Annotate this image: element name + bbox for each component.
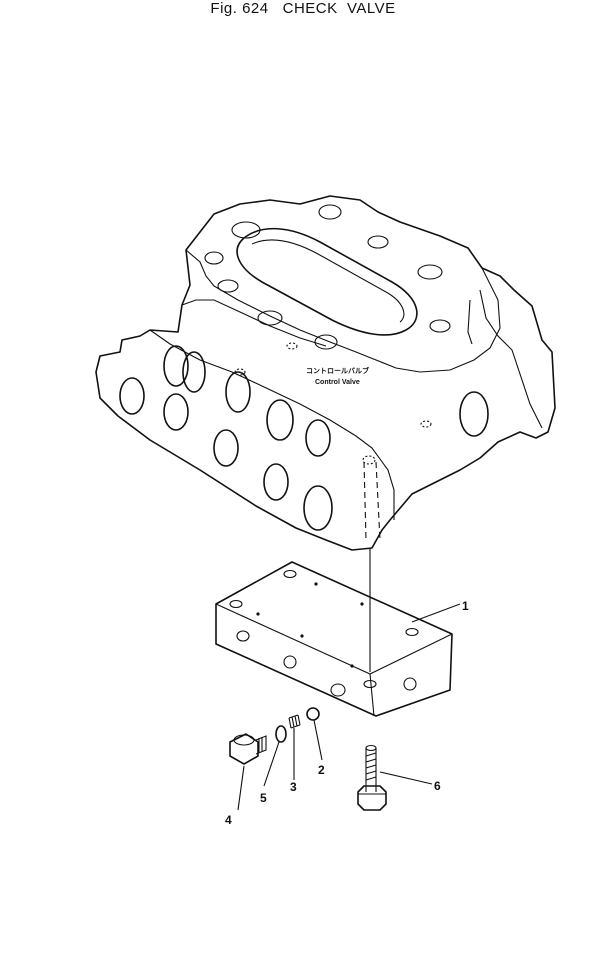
control-valve-body: [95, 195, 556, 551]
callout-2: 2: [318, 763, 325, 777]
leader-lines: [237, 603, 461, 811]
figure-title: Fig. 624 CHECK VALVE: [210, 0, 396, 17]
callout-3: 3: [290, 780, 297, 794]
control-valve-jp-label: コントロールバルブ: [306, 366, 369, 375]
plug-part: [229, 733, 267, 765]
callout-6: 6: [434, 779, 441, 793]
callout-5: 5: [260, 791, 267, 805]
bolt-hole-dashed-path: [362, 455, 381, 672]
bolt-part: [357, 744, 387, 811]
spring-part: [288, 714, 301, 729]
control-valve-en-label: Control Valve: [315, 379, 360, 386]
check-valve-plate: [215, 561, 453, 717]
callout-1: 1: [462, 599, 469, 613]
o-ring-part: [275, 725, 287, 743]
callout-4: 4: [225, 813, 232, 827]
check-ball-part: [306, 707, 320, 721]
